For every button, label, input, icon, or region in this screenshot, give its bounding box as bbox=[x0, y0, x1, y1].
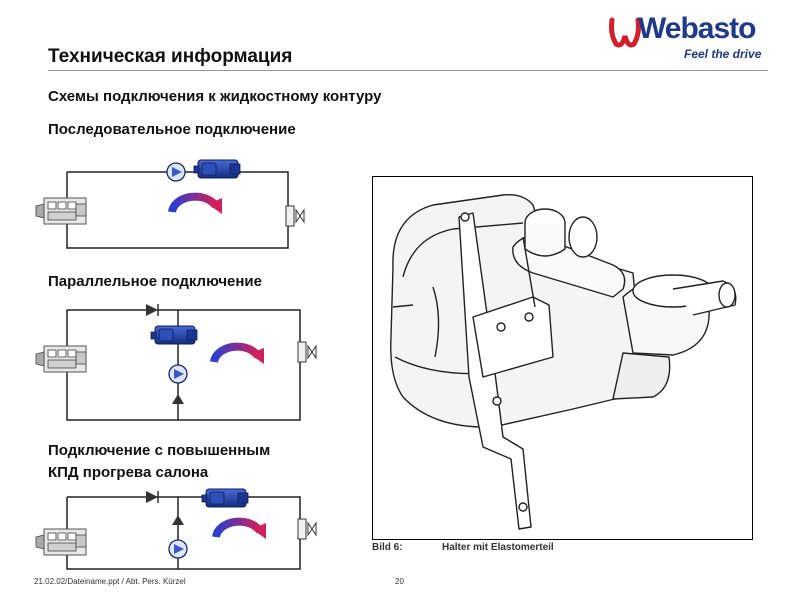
slide-title: Техническая информация bbox=[48, 46, 293, 67]
heater-unit-icon bbox=[201, 488, 249, 508]
flow-direction-arrow-icon bbox=[172, 197, 222, 214]
pump-icon bbox=[168, 539, 188, 559]
heater-unit-icon bbox=[150, 325, 198, 345]
parallel-connection-diagram bbox=[35, 304, 317, 421]
figure-caption-text: Halter mit Elastomerteil bbox=[442, 542, 554, 553]
radiator-icon bbox=[297, 341, 317, 363]
title-divider bbox=[48, 70, 768, 71]
check-valve-icon bbox=[172, 515, 184, 525]
flow-direction-arrow-icon bbox=[216, 522, 266, 539]
high-efficiency-connection-label: Подключение с повышенным КПД прогрева са… bbox=[48, 440, 270, 484]
pump-icon bbox=[166, 162, 186, 182]
heater-mount-drawing bbox=[372, 176, 753, 540]
webasto-logo: Webasto Feel the drive bbox=[608, 12, 778, 64]
radiator-icon bbox=[285, 205, 305, 227]
section-subtitle: Схемы подключения к жидкостному контуру bbox=[48, 88, 382, 105]
radiator-icon bbox=[297, 518, 317, 540]
pump-icon bbox=[168, 364, 188, 384]
engine-icon bbox=[35, 345, 87, 373]
heater-unit-icon bbox=[193, 159, 241, 179]
figure-caption: Bild 6: Halter mit Elastomerteil bbox=[372, 542, 554, 553]
flow-direction-arrow-icon bbox=[214, 347, 264, 364]
engine-icon bbox=[35, 197, 87, 225]
parallel-connection-label: Параллельное подключение bbox=[48, 273, 262, 290]
footer-page-number: 20 bbox=[395, 577, 404, 586]
webasto-w-mark-icon bbox=[609, 17, 641, 48]
logo-tagline: Feel the drive bbox=[684, 47, 762, 61]
high-efficiency-label-line2: КПД прогрева салона bbox=[48, 464, 209, 481]
heater-with-bracket-illustration bbox=[390, 194, 737, 530]
logo-wordmark: Webasto bbox=[638, 12, 756, 45]
check-valve-icon bbox=[146, 304, 158, 316]
serial-connection-label: Последовательное подключение bbox=[48, 121, 296, 138]
high-efficiency-connection-diagram bbox=[35, 488, 317, 570]
footer-file-info: 21.02.02/Dateiname.ppt / Abt. Pers. Kürz… bbox=[34, 577, 186, 586]
engine-icon bbox=[35, 528, 87, 556]
check-valve-icon bbox=[172, 394, 184, 404]
high-efficiency-label-line1: Подключение с повышенным bbox=[48, 442, 271, 459]
check-valve-icon bbox=[146, 491, 158, 503]
figure-caption-number: Bild 6: bbox=[372, 542, 403, 553]
serial-connection-diagram bbox=[35, 159, 305, 249]
